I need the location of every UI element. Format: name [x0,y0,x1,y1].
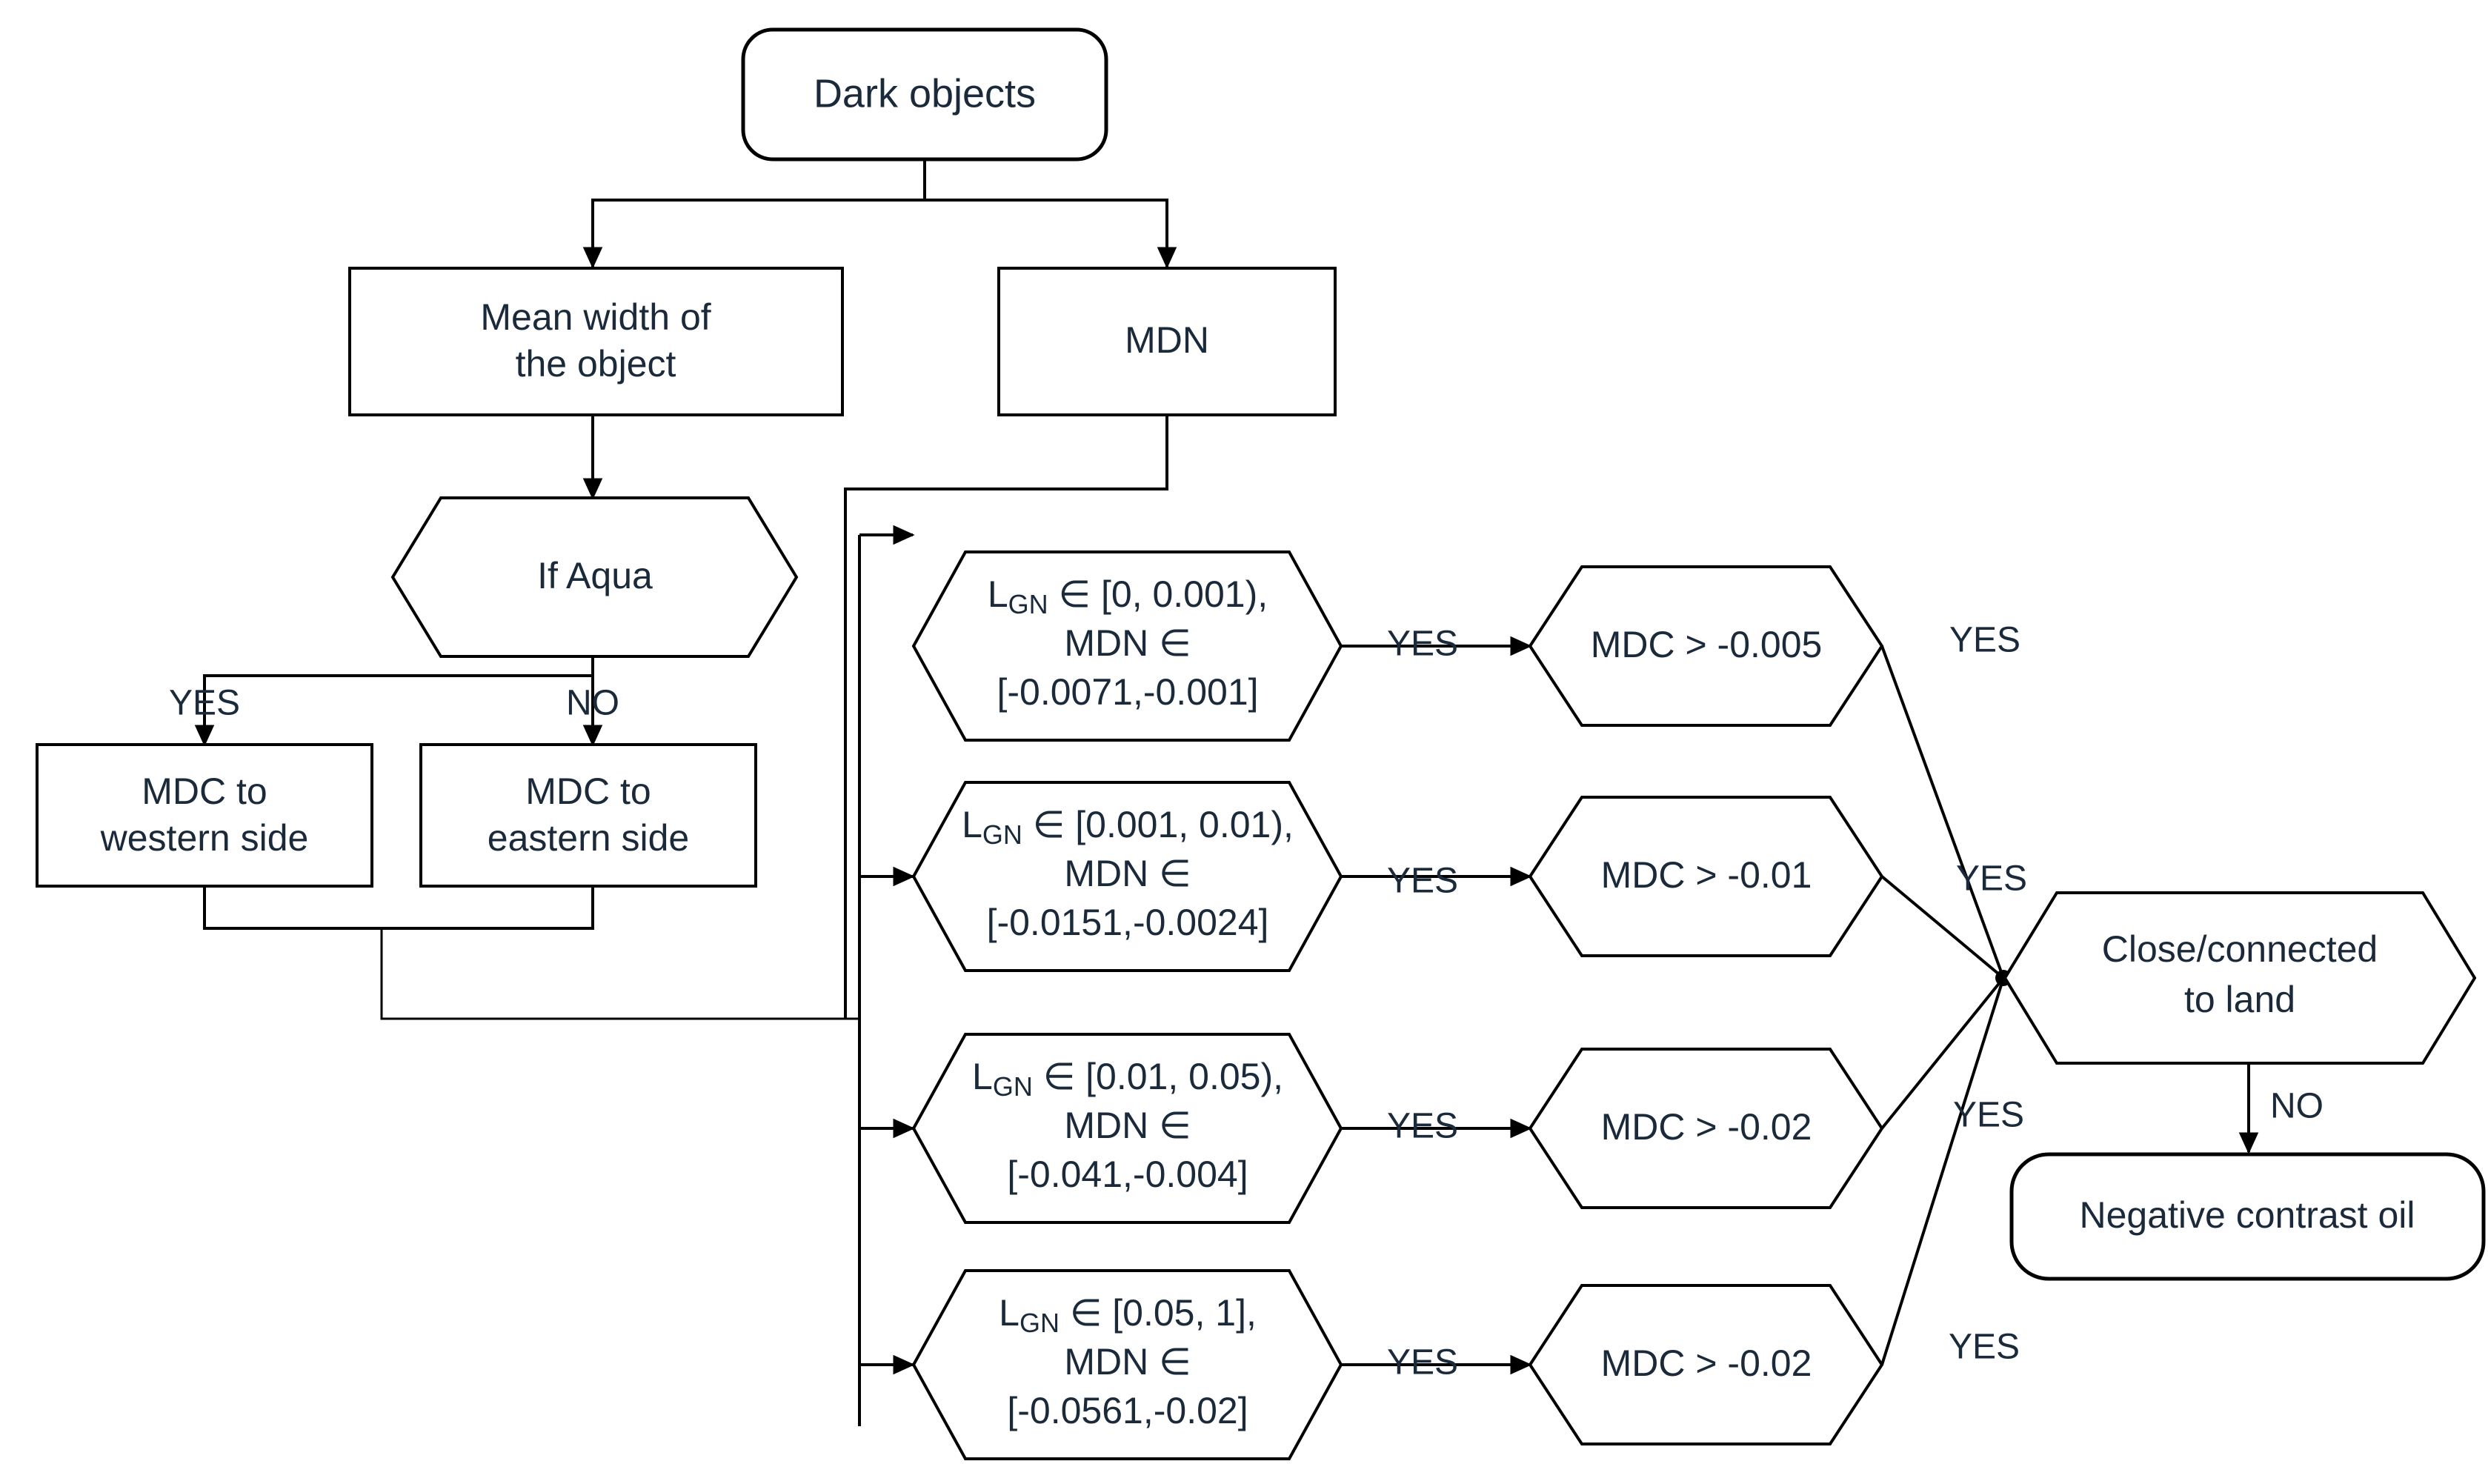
lgn1-rest: ∈ [0, 0.001), [1048,573,1268,615]
node-lgn-condition-2-line1: LGN ∈ [0.001, 0.01), [962,804,1294,849]
node-mdc-threshold-3-label: MDC > -0.02 [1601,1106,1812,1148]
node-mdc-threshold-4[interactable]: MDC > -0.02 [1528,1284,1884,1445]
edge-label-mdc-yes-1: YES [1949,621,2020,660]
node-mdc-eastern-line1: MDC to [525,771,651,812]
node-negative-contrast-oil[interactable]: Negative contrast oil [2009,1152,2486,1281]
node-lgn-condition-3[interactable]: LGN ∈ [0.01, 0.05), MDN ∈ [-0.041,-0.004… [911,1033,1343,1224]
lgn2-rest: ∈ [0.001, 0.01), [1022,804,1294,845]
edge-label-land-no: NO [2270,1087,2324,1126]
lgn3-rest: ∈ [0.01, 0.05), [1033,1056,1283,1097]
node-mdc-western[interactable]: MDC to western side [36,743,373,888]
edge-label-mdc-yes-2: YES [1956,859,2027,899]
edge-label-lgn-yes-3: YES [1387,1107,1458,1146]
edge-mdc4-yes-to-land [1880,977,2005,1365]
node-mdc-threshold-3[interactable]: MDC > -0.02 [1528,1048,1884,1209]
edge-label-lgn-yes-1: YES [1387,625,1458,664]
lgn3-var: L [972,1056,993,1097]
node-lgn-condition-1-line2: MDN ∈ [1064,622,1191,664]
node-lgn-condition-1-line1: LGN ∈ [0, 0.001), [988,573,1268,619]
node-mdc-eastern-line2: eastern side [488,817,689,859]
node-lgn-condition-4-line3: [-0.0561,-0.02] [1007,1390,1248,1431]
node-lgn-condition-2-line3: [-0.0151,-0.0024] [987,902,1269,943]
node-mdc-threshold-1-label: MDC > -0.005 [1591,624,1823,665]
edge-labels-layer: YES NO YES YES YES YES YES YES YES YES N… [169,621,2324,1382]
lgn4-var: L [999,1292,1020,1334]
node-lgn-condition-2-line2: MDN ∈ [1064,853,1191,894]
edge-label-mdc-yes-3: YES [1953,1096,2024,1135]
node-lgn-condition-1[interactable]: LGN ∈ [0, 0.001), MDN ∈ [-0.0071,-0.001] [911,550,1343,742]
node-lgn-condition-4[interactable]: LGN ∈ [0.05, 1], MDN ∈ [-0.0561,-0.02] [911,1269,1343,1460]
edge-label-mdc-yes-4: YES [1949,1328,2020,1367]
node-dark-objects[interactable]: Dark objects [741,27,1108,162]
edge-mdc-join-to-spine [380,928,859,1020]
node-mdc-eastern[interactable]: MDC to eastern side [419,743,757,888]
node-mdc-threshold-2-label: MDC > -0.01 [1601,854,1812,896]
node-if-aqua[interactable]: If Aqua [390,496,799,658]
node-mean-width-line2: the object [516,343,676,385]
edge-dark-to-split-right [923,159,1177,269]
edge-mdc-boxes-join [203,886,594,930]
node-lgn-condition-3-line1: LGN ∈ [0.01, 0.05), [972,1056,1283,1101]
edge-dark-to-split [582,159,926,269]
node-lgn-condition-2[interactable]: LGN ∈ [0.001, 0.01), MDN ∈ [-0.0151,-0.0… [911,781,1343,972]
node-if-aqua-label: If Aqua [537,555,653,596]
node-mdn[interactable]: MDN [997,267,1337,416]
node-dark-objects-label: Dark objects [814,71,1036,116]
node-mdc-threshold-1[interactable]: MDC > -0.005 [1528,565,1884,727]
node-lgn-condition-3-line2: MDN ∈ [1064,1105,1191,1146]
node-lgn-condition-4-line2: MDN ∈ [1064,1341,1191,1382]
node-mean-width[interactable]: Mean width of the object [348,267,844,416]
lgn1-sub: GN [1008,589,1048,619]
node-close-connected-land[interactable]: Close/connected to land [2003,891,2477,1065]
edge-ifaqua-yes [194,656,594,747]
edge-label-lgn-yes-4: YES [1387,1343,1458,1382]
node-mean-width-line1: Mean width of [480,296,711,338]
edges-layer [194,159,2259,1426]
node-mdn-label: MDN [1125,319,1209,361]
lgn4-rest: ∈ [0.05, 1], [1060,1292,1257,1334]
edge-mdc3-yes-to-land [1880,976,2005,1130]
node-mdc-western-line1: MDC to [142,771,267,812]
node-mdc-threshold-2[interactable]: MDC > -0.01 [1528,796,1884,957]
edge-mdc2-yes-to-land [1880,875,2005,979]
edge-label-lgn-yes-2: YES [1387,862,1458,901]
edge-mdn-spine [844,415,1168,1019]
node-lgn-condition-1-line3: [-0.0071,-0.001] [997,671,1258,713]
lgn1-var: L [988,573,1008,615]
node-mdc-threshold-4-label: MDC > -0.02 [1601,1342,1812,1384]
node-mdc-western-line2: western side [100,817,309,859]
node-close-connected-land-line2: to land [2184,979,2295,1020]
nodes-layer: Dark objects Mean width of the object MD… [36,27,2486,1460]
lgn2-var: L [962,804,982,845]
node-lgn-condition-4-line1: LGN ∈ [0.05, 1], [999,1292,1257,1337]
node-negative-contrast-oil-label: Negative contrast oil [2079,1194,2415,1236]
node-close-connected-land-line1: Close/connected [2102,928,2378,970]
lgn4-sub: GN [1020,1308,1060,1338]
edge-mdc1-yes-to-land [1880,645,2005,979]
lgn2-sub: GN [982,819,1022,850]
edge-label-aqua-yes: YES [169,684,240,723]
node-lgn-condition-3-line3: [-0.041,-0.004] [1007,1154,1248,1195]
lgn3-sub: GN [993,1071,1033,1102]
edge-label-aqua-no: NO [566,684,619,723]
